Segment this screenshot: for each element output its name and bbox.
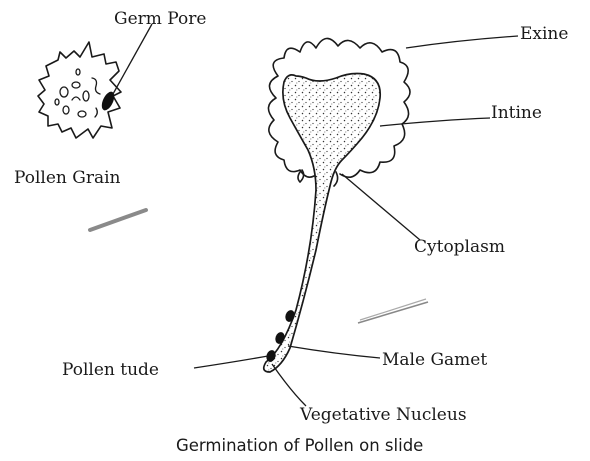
germinating-pollen	[264, 38, 410, 372]
vegetative-nucleus-label: Vegetative Nucleus	[299, 405, 467, 425]
slide-smudge-left	[90, 210, 146, 230]
pollen-grain-label: Pollen Grain	[14, 168, 121, 188]
exine-label: Exine	[520, 24, 568, 44]
pollen-grain	[38, 42, 121, 138]
germ-pore-leader	[113, 24, 152, 94]
pollen-tube-label: Pollen tude	[62, 360, 159, 380]
pollen-grain-spiky-wall	[38, 42, 121, 138]
intine-and-tube	[264, 74, 380, 373]
figure-caption: Germination of Pollen on slide	[176, 436, 423, 455]
cytoplasm-label: Cytoplasm	[414, 237, 505, 257]
germ-pore-label: Germ Pore	[114, 9, 206, 29]
intine-leader	[380, 118, 490, 126]
pollen-grain-inclusions	[55, 69, 100, 117]
intine-label: Intine	[491, 103, 542, 123]
pollen-tube-leader	[194, 356, 268, 368]
cytoplasm-leader	[342, 174, 420, 240]
vegetative-nucleus-leader	[272, 364, 306, 406]
male-gamet-label: Male Gamet	[382, 350, 487, 370]
slide-smudge-right	[358, 299, 428, 323]
male-gamet-leader	[288, 346, 380, 358]
exine-leader	[406, 36, 518, 48]
exine-wisp-right	[334, 172, 338, 186]
